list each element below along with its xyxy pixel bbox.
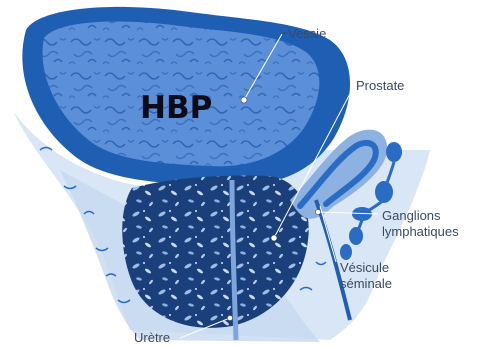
label-bladder: Vessie	[288, 26, 326, 41]
label-lymph-nodes-line1: Ganglions	[382, 208, 441, 223]
label-prostate: Prostate	[356, 78, 404, 93]
label-lymph-nodes-line2: lymphatiques	[382, 224, 459, 239]
label-seminal-vesicle-line2: séminale	[340, 276, 392, 291]
diagram-heading: HBP	[140, 90, 212, 126]
label-urethra: Urètre	[134, 330, 170, 345]
label-seminal-vesicle-line1: Vésicule	[340, 260, 389, 275]
